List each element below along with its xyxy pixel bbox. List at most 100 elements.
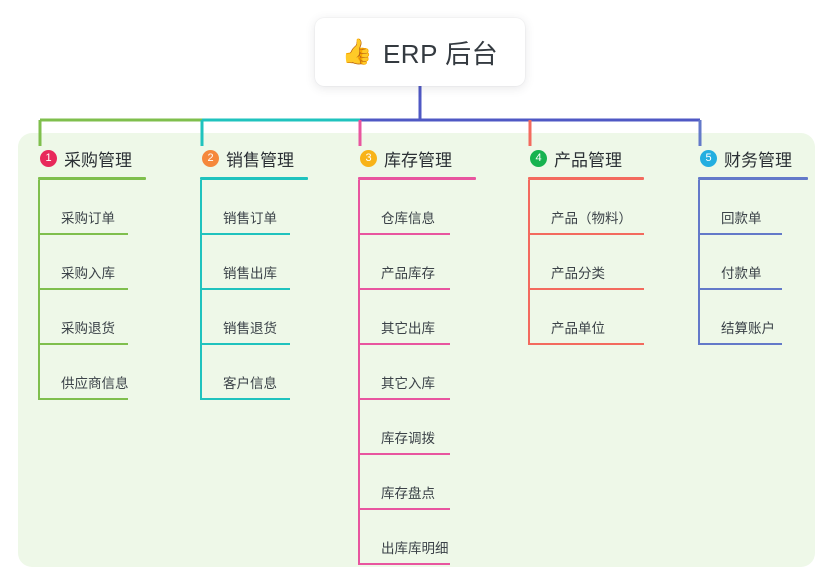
leaf-item-label: 回款单 [721, 211, 762, 226]
leaf-list: 回款单付款单结算账户 [698, 180, 808, 345]
leaf-item-label: 销售退货 [223, 321, 277, 336]
leaf-item[interactable]: 供应商信息 [38, 345, 146, 400]
leaf-item-label: 结算账户 [721, 321, 775, 336]
root-node-card[interactable]: 👍 ERP 后台 [315, 18, 525, 86]
leaf-item-underline [358, 508, 450, 510]
leaf-item[interactable]: 客户信息 [200, 345, 308, 400]
leaf-item[interactable]: 采购订单 [38, 180, 146, 235]
leaf-item-underline [698, 288, 782, 290]
leaf-item-underline [200, 233, 290, 235]
leaf-item-underline [358, 453, 450, 455]
thumbs-up-emoji-icon: 👍 [341, 37, 373, 66]
leaf-item-underline [38, 233, 128, 235]
column-spine [38, 180, 40, 400]
leaf-item[interactable]: 库存调拨 [358, 400, 476, 455]
leaf-item-underline [358, 398, 450, 400]
column-header-4[interactable]: 4 产品管理 [528, 145, 644, 171]
leaf-item[interactable]: 其它入库 [358, 345, 476, 400]
leaf-item[interactable]: 产品分类 [528, 235, 644, 290]
leaf-item[interactable]: 销售退货 [200, 290, 308, 345]
leaf-item-label: 产品库存 [381, 266, 435, 281]
leaf-item-label: 销售出库 [223, 266, 277, 281]
leaf-item-underline [528, 233, 644, 235]
leaf-item-underline [200, 288, 290, 290]
column-underline [528, 177, 644, 180]
root-node-title: ERP 后台 [382, 38, 499, 69]
column-number-badge: 2 [202, 149, 219, 167]
leaf-item-label: 产品（物料） [551, 211, 632, 226]
leaf-list: 仓库信息产品库存其它出库其它入库库存调拨库存盘点出库库明细 [358, 180, 476, 565]
leaf-item[interactable]: 付款单 [698, 235, 808, 290]
leaf-item-label: 销售订单 [223, 211, 277, 226]
leaf-item[interactable]: 采购入库 [38, 235, 146, 290]
column-header-3[interactable]: 3 库存管理 [358, 145, 476, 171]
leaf-item-label: 库存调拨 [381, 431, 435, 446]
column-4: 4 产品管理产品（物料） 产品分类产品单位 [528, 145, 644, 345]
column-header-1[interactable]: 1 采购管理 [38, 145, 146, 171]
column-spine [358, 180, 360, 565]
leaf-item-label: 出库库明细 [381, 541, 449, 556]
leaf-item[interactable]: 回款单 [698, 180, 808, 235]
leaf-list: 销售订单销售出库销售退货客户信息 [200, 180, 308, 400]
column-underline [38, 177, 146, 180]
leaf-item-underline [200, 398, 290, 400]
leaf-item[interactable]: 产品（物料） [528, 180, 644, 235]
leaf-item-underline [38, 288, 128, 290]
leaf-list: 产品（物料） 产品分类产品单位 [528, 180, 644, 345]
column-title: 产品管理 [554, 150, 622, 170]
leaf-item[interactable]: 出库库明细 [358, 510, 476, 565]
column-number-badge: 1 [40, 149, 57, 167]
leaf-item-label: 供应商信息 [61, 376, 129, 391]
leaf-item-label: 付款单 [721, 266, 762, 281]
leaf-item[interactable]: 仓库信息 [358, 180, 476, 235]
leaf-item-underline [698, 233, 782, 235]
leaf-item-label: 其它入库 [381, 376, 435, 391]
leaf-item-underline [358, 288, 450, 290]
leaf-item-label: 产品分类 [551, 266, 605, 281]
column-2: 2 销售管理销售订单销售出库销售退货客户信息 [200, 145, 308, 400]
column-number-badge: 4 [530, 149, 547, 167]
column-spine [200, 180, 202, 400]
leaf-item-underline [528, 343, 644, 345]
column-header-2[interactable]: 2 销售管理 [200, 145, 308, 171]
leaf-item[interactable]: 产品库存 [358, 235, 476, 290]
leaf-item-label: 产品单位 [551, 321, 605, 336]
column-title: 采购管理 [64, 150, 132, 170]
leaf-item-underline [38, 343, 128, 345]
diagram-background-panel [18, 133, 815, 567]
leaf-item-underline [358, 233, 450, 235]
leaf-item-underline [200, 343, 290, 345]
leaf-item[interactable]: 产品单位 [528, 290, 644, 345]
leaf-item-label: 采购订单 [61, 211, 115, 226]
leaf-item-underline [358, 343, 450, 345]
leaf-item[interactable]: 采购退货 [38, 290, 146, 345]
column-underline [358, 177, 476, 180]
leaf-item-underline [698, 343, 782, 345]
leaf-item[interactable]: 其它出库 [358, 290, 476, 345]
leaf-item-label: 采购入库 [61, 266, 115, 281]
leaf-item-label: 仓库信息 [381, 211, 435, 226]
leaf-item-underline [358, 563, 450, 565]
column-spine [528, 180, 530, 345]
column-number-badge: 5 [700, 149, 717, 167]
leaf-item-label: 库存盘点 [381, 486, 435, 501]
column-title: 库存管理 [384, 150, 452, 170]
leaf-item[interactable]: 销售出库 [200, 235, 308, 290]
column-spine [698, 180, 700, 345]
leaf-item-label: 客户信息 [223, 376, 277, 391]
column-1: 1 采购管理采购订单采购入库采购退货供应商信息 [38, 145, 146, 400]
column-3: 3 库存管理仓库信息产品库存其它出库其它入库库存调拨库存盘点出库库明细 [358, 145, 476, 565]
column-underline [200, 177, 308, 180]
leaf-list: 采购订单采购入库采购退货供应商信息 [38, 180, 146, 400]
leaf-item[interactable]: 结算账户 [698, 290, 808, 345]
leaf-item-label: 采购退货 [61, 321, 115, 336]
column-number-badge: 3 [360, 149, 377, 167]
leaf-item[interactable]: 销售订单 [200, 180, 308, 235]
leaf-item-underline [38, 398, 128, 400]
leaf-item-underline [528, 288, 644, 290]
column-title: 销售管理 [226, 150, 294, 170]
leaf-item[interactable]: 库存盘点 [358, 455, 476, 510]
